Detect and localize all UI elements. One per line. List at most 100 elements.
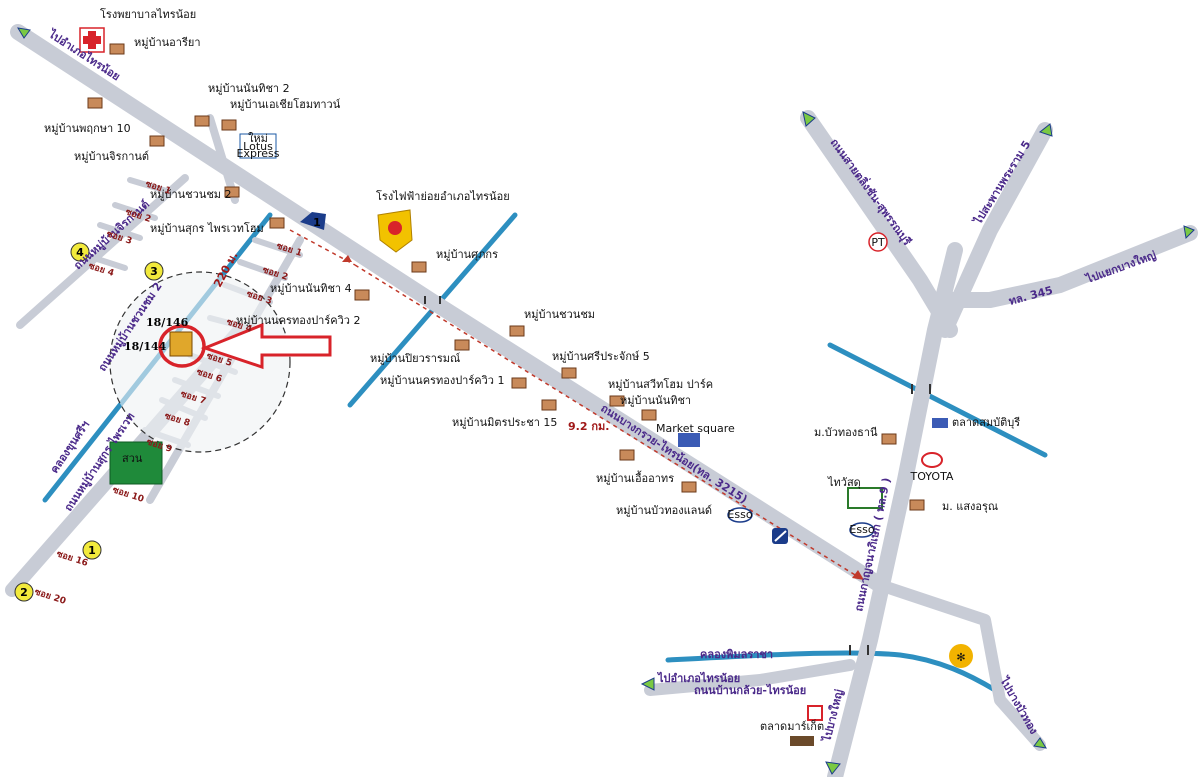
label-v-sri: หมู่บ้านศรีประจักษ์ 5	[552, 350, 650, 363]
thai-watsadu-icon	[847, 487, 883, 509]
soi-label: ซอย 20	[33, 587, 67, 607]
bridges	[424, 296, 931, 655]
esso-logo: Esso	[727, 507, 753, 523]
label-v-ariya: หมู่บ้านอารียา	[134, 36, 201, 49]
park-label: สวน	[122, 452, 143, 465]
road-top-left	[800, 110, 958, 338]
label-power: โรงไฟฟ้าย่อยอำเภอไทรน้อย	[376, 189, 510, 203]
label-market-nonthaburi: ตลาดสมบัติบุรี	[952, 416, 1020, 429]
lotus-sub: Express	[237, 147, 280, 160]
toyota-text: TOYOTA	[910, 470, 954, 483]
house-icon	[619, 449, 635, 461]
house-icon	[221, 119, 237, 131]
house-icon	[641, 409, 657, 421]
route-dash-2	[354, 264, 861, 579]
bank-logo: ✻	[949, 644, 973, 668]
arrow-left-icon	[640, 677, 655, 691]
road-label-bottom-road: ถนนบ้านกล้วย-ไทรน้อย	[694, 683, 806, 697]
road-label-kanchana-top: ถนนสายตลิ่งชัน-สุพรรณบุรี	[827, 135, 916, 249]
house-icon	[194, 115, 210, 127]
arrow-down-right-icon	[1033, 737, 1047, 749]
bridge-mark	[911, 384, 931, 394]
hospital-icon	[79, 27, 105, 53]
lotus-top: ใหม่	[248, 132, 268, 145]
label-v-uea: หมู่บ้านเอื้ออาทร	[596, 470, 674, 485]
road-left-2	[16, 174, 189, 329]
label-v-chuanchom-left: หมู่บ้านชวนชม 2	[150, 188, 232, 201]
house-icons	[87, 43, 925, 511]
label-v-piyawan: หมู่บ้านปิยวรารมณ์	[370, 352, 460, 365]
label-v-nanthicha4: หมู่บ้านนันทิชา 4	[270, 282, 352, 295]
label-v-sweet: หมู่บ้านสวีทโฮม ปาร์ค	[608, 377, 713, 391]
toyota-logo: TOYOTA	[910, 452, 954, 483]
arrow-up-left-icon	[802, 111, 816, 127]
direction-arrows	[17, 27, 1195, 775]
label-m-saeng: ม. แสงอรุณ	[942, 500, 998, 513]
market-square-icon	[678, 433, 700, 447]
house-icon	[149, 135, 165, 147]
route-arrow-head-2	[342, 255, 352, 262]
soi-road	[82, 252, 128, 271]
bridge-mark	[849, 645, 869, 655]
house-icon	[681, 481, 697, 493]
canal-label-bottom: คลองพิมลราชา	[700, 648, 773, 661]
house-icon	[881, 433, 897, 445]
shop-icon	[807, 705, 823, 721]
soi-road	[112, 202, 158, 221]
arrow-right-icon	[1183, 225, 1195, 240]
market-mart-icon	[790, 736, 814, 746]
focus-circle	[109, 271, 291, 453]
house-icon	[509, 325, 525, 337]
house-icon	[561, 367, 577, 379]
road-left-4	[206, 114, 239, 204]
distance-9-2km: 9.2 กม.	[568, 420, 609, 433]
address-18-144: 18/144	[124, 340, 167, 353]
label-m-buathong: ม.บัวทองธานี	[814, 426, 878, 439]
label-market-square: Market square	[656, 422, 735, 435]
road-bottom	[644, 659, 856, 696]
label-v-pruksa10: หมู่บ้านพฤกษา 10	[44, 122, 131, 135]
badge-4: 4	[76, 246, 84, 259]
svg-text:✻: ✻	[956, 651, 965, 664]
label-v-nakhon1: หมู่บ้านนครทองปาร์ควิว 1	[380, 374, 504, 387]
route-dashes	[289, 229, 861, 579]
soi-label: ซอย 10	[111, 485, 145, 505]
gas-station-icon	[772, 528, 788, 544]
target-building	[169, 331, 193, 357]
label-v-nanthicha2: หมู่บ้านนันทิชา 2	[208, 82, 290, 95]
power-plant-icon	[377, 209, 413, 253]
house-icon	[87, 97, 103, 109]
badge-1: 1	[88, 544, 96, 557]
house-icon	[454, 339, 470, 351]
house-icon	[909, 499, 925, 511]
bridge-mark	[424, 296, 441, 304]
house-icon	[541, 399, 557, 411]
soi-road	[127, 177, 173, 195]
road-hwy345	[942, 225, 1198, 308]
esso-logo: Esso	[849, 522, 875, 538]
arrow-northwest-icon	[17, 27, 31, 39]
lotus-brand: Lotus	[243, 140, 273, 153]
label-thai-watsadu: ไทวัสดุ	[827, 476, 861, 489]
label-v-sukon: หมู่บ้านศุภกร	[436, 248, 498, 261]
park	[109, 441, 163, 485]
label-hospital: โรงพยาบาลไทรน้อย	[100, 7, 196, 21]
house-icon	[269, 217, 285, 229]
arrow-down-icon	[825, 761, 841, 775]
road-bottom-right	[874, 579, 1046, 751]
target-ring	[158, 324, 206, 368]
label-v-chirakan: หมู่บ้านจิรกานต์	[74, 150, 149, 163]
pt-logo: PT	[868, 232, 888, 252]
house-icon	[609, 395, 625, 407]
arrow-up-right-icon	[1038, 123, 1053, 137]
pointer-arrow	[200, 322, 332, 370]
label-v-sukon-left: หมู่บ้านสุกร ไพรเวทโฮม	[150, 221, 264, 235]
esso-text: Esso	[727, 508, 752, 521]
label-v-nakhon2: หมู่บ้านนครทองปาร์ควิว 2	[236, 314, 360, 327]
label-v-buathong: หมู่บ้านบัวทองแลนด์	[616, 504, 712, 517]
badge-3: 3	[150, 265, 158, 278]
lotus-express-logo: ใหม่ Lotus Express	[237, 132, 280, 160]
numbered-badges: 1 2 3 4	[14, 242, 164, 602]
esso-text: Esso	[849, 523, 874, 536]
label-v-mit15: หมู่บ้านมิตรประชา 15	[452, 416, 557, 429]
